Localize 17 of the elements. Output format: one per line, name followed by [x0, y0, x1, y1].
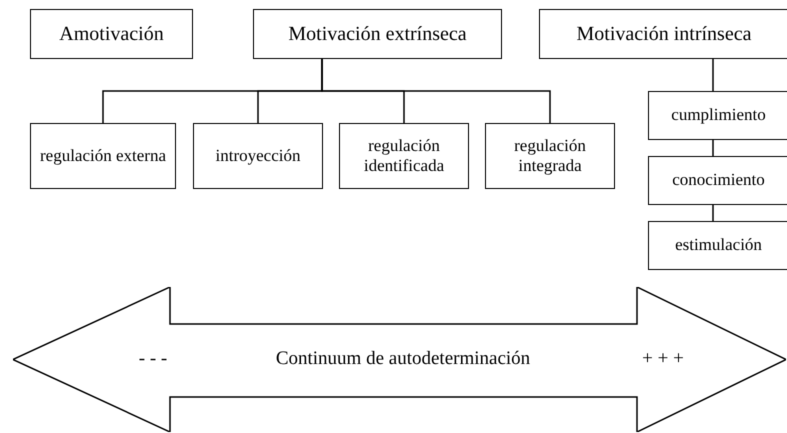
connector-line	[712, 205, 714, 221]
continuum-low-label: - - -	[138, 348, 168, 370]
subtype-box: cumplimiento	[648, 91, 787, 140]
connector-line	[321, 59, 551, 123]
category-box: Motivación extrínseca	[253, 9, 502, 59]
category-box: Amotivación	[30, 9, 193, 59]
category-box: Motivación intrínseca	[539, 9, 787, 59]
connector-line	[712, 140, 714, 156]
subtype-box: introyección	[193, 123, 323, 189]
continuum-high-label: + + +	[642, 348, 684, 370]
subtype-box: conocimiento	[648, 156, 787, 205]
subtype-box: regulación externa	[30, 123, 176, 189]
subtype-box: estimulación	[648, 221, 787, 270]
subtype-box: regulación identificada	[339, 123, 469, 189]
continuum-label: Continuum de autodeterminación	[276, 348, 530, 370]
connector-line	[712, 59, 714, 91]
subtype-box: regulación integrada	[485, 123, 615, 189]
